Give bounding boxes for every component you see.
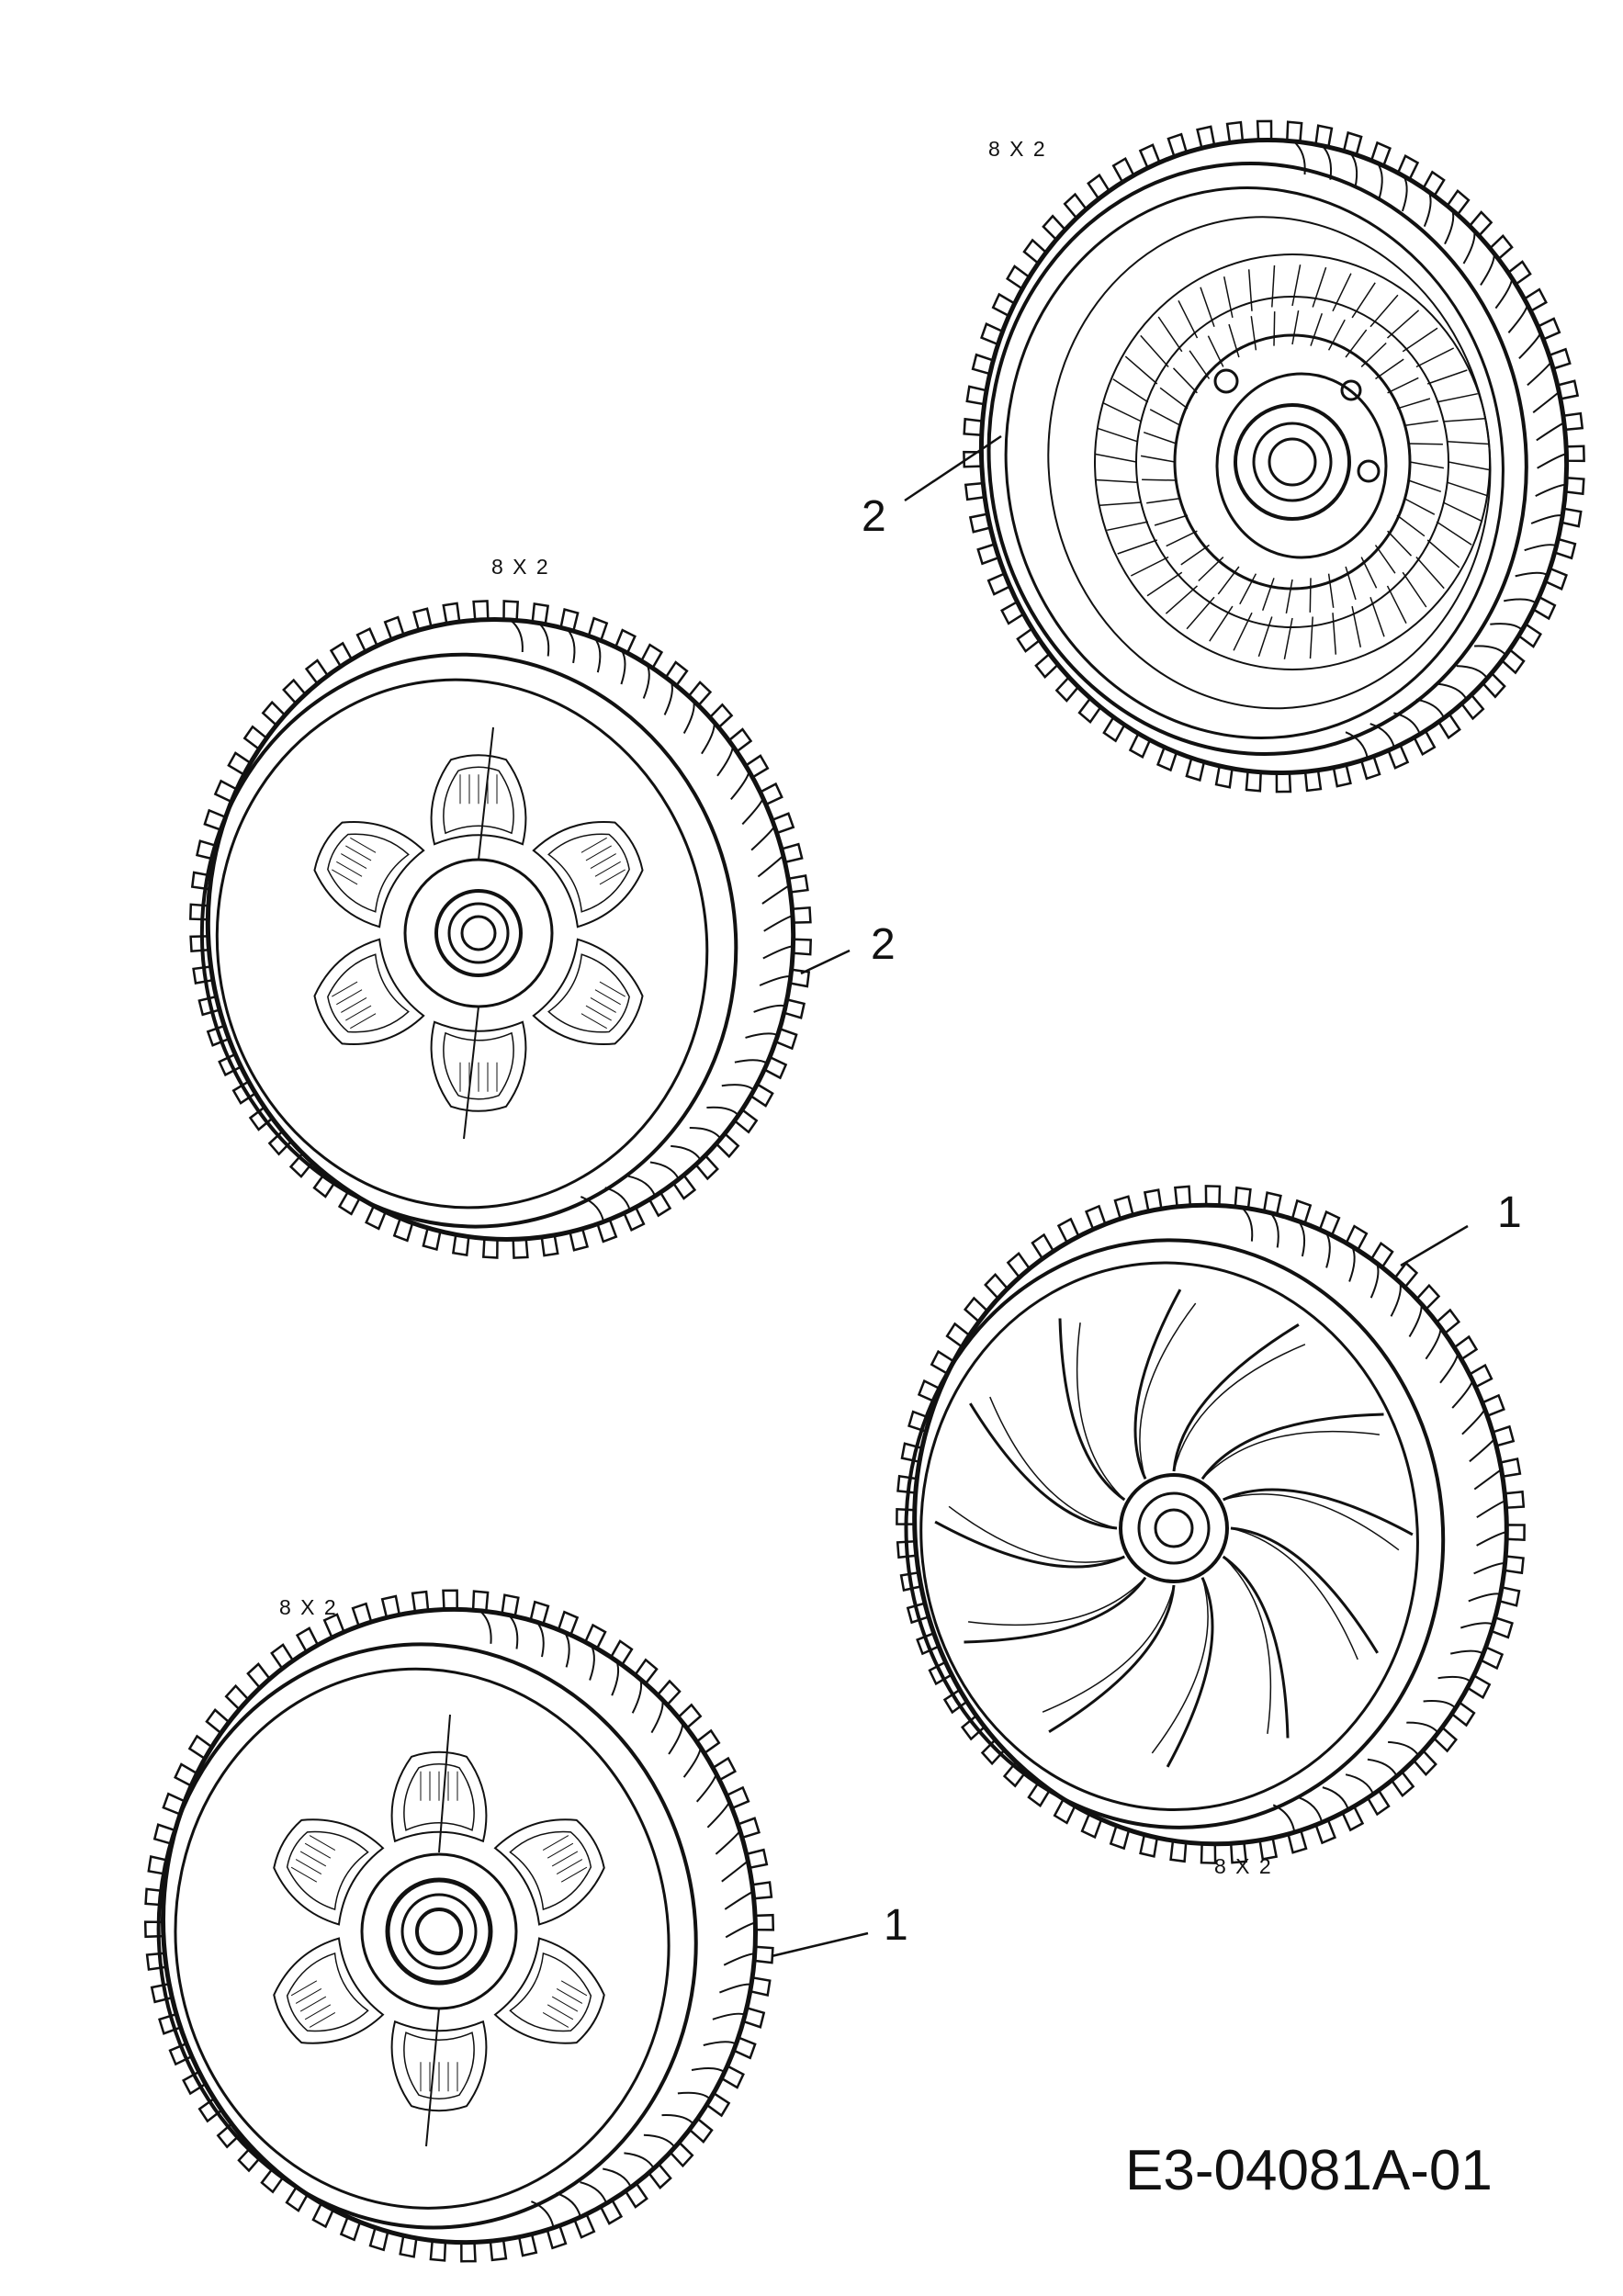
leader-line-middle-right: [1400, 1224, 1469, 1267]
drawing-number: E3-04081A-01: [1125, 2139, 1493, 2202]
axle-hub: [1119, 1473, 1229, 1583]
size-label-middle-left: 8 X 2: [491, 555, 550, 579]
drive-gear-teeth: [1140, 310, 1445, 614]
tire-tread: [189, 600, 812, 1259]
axle-hub: [360, 1852, 518, 2010]
callout-number-middle-right: 1: [1497, 1188, 1522, 1237]
axle-hub: [403, 858, 554, 1008]
wheel-bottom-left: [143, 1589, 775, 2263]
hubcap-windows: [273, 1750, 605, 2112]
inner-rim-ribs: [1095, 264, 1490, 659]
wheel-top-right: [963, 119, 1585, 793]
leader-line-top-right: [904, 434, 1002, 502]
size-label-middle-right: 8 X 2: [1214, 1854, 1273, 1878]
wheel-middle-left: [189, 600, 812, 1259]
size-label-top-right: 8 X 2: [988, 137, 1047, 161]
leader-line-middle-left: [800, 949, 851, 975]
wheel-middle-right: [896, 1185, 1526, 1864]
callout-number-middle-left: 2: [871, 920, 896, 969]
tire-tread: [896, 1185, 1526, 1864]
callout-number-top-right: 2: [862, 492, 886, 541]
spiral-spokes: [934, 1289, 1414, 1768]
leader-line-bottom-left: [771, 1931, 869, 1958]
callout-number-bottom-left: 1: [884, 1901, 908, 1950]
size-label-bottom-left: 8 X 2: [279, 1595, 338, 1619]
axle-hub: [1234, 403, 1351, 521]
hubcap-windows: [313, 754, 644, 1112]
tire-tread: [963, 119, 1585, 793]
